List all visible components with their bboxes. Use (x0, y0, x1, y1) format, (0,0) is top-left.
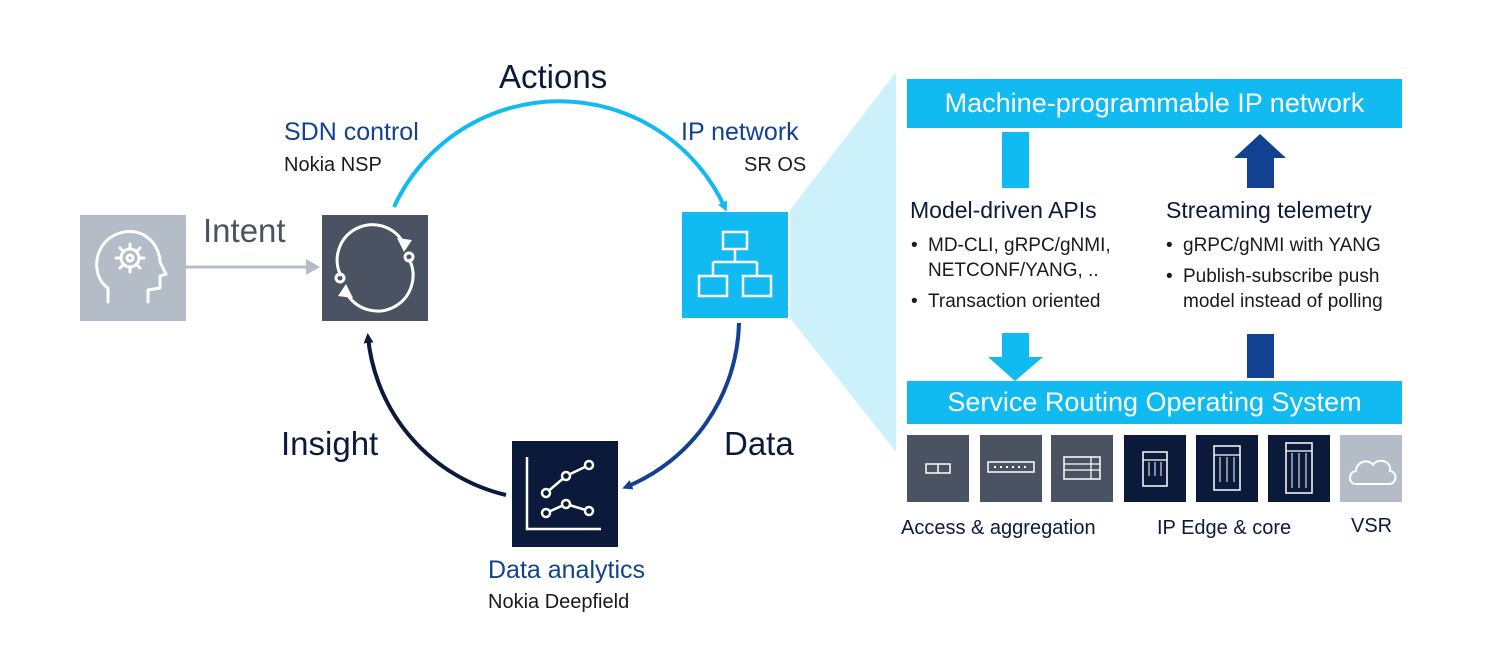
analytics-subtitle: Nokia Deepfield (488, 591, 630, 613)
telemetry-bullet: gRPC/gNMI with YANG (1166, 233, 1410, 258)
ip-network-box (682, 212, 788, 318)
telemetry-bullet: Publish-subscribe push model instead of … (1166, 264, 1410, 314)
apis-bullets: MD-CLI, gRPC/gNMI, NETCONF/YANG, .. Tran… (911, 233, 1141, 314)
top-bar: Machine-programmable IP network (907, 79, 1402, 128)
data-label: Data (724, 425, 794, 462)
hardware-tile-4 (1124, 435, 1186, 502)
hardware-tile-5 (1196, 435, 1258, 502)
apis-heading: Model-driven APIs (910, 197, 1097, 223)
line-chart-icon (525, 457, 601, 531)
analytics-box (512, 441, 618, 547)
apis-bullet: Transaction oriented (911, 289, 1141, 314)
hardware-tile-2 (980, 435, 1042, 502)
hardware-tile-6 (1268, 435, 1330, 502)
data-arrow (622, 322, 741, 490)
access-aggregation-label: Access & aggregation (901, 517, 1096, 539)
vsr-tile (1340, 435, 1402, 502)
sdn-subtitle: Nokia NSP (284, 154, 382, 176)
network-hierarchy-icon (697, 230, 773, 298)
telemetry-heading: Streaming telemetry (1166, 197, 1372, 223)
actions-arrow (392, 99, 728, 212)
zoom-wedge (790, 72, 896, 452)
sdn-title: SDN control (284, 118, 419, 146)
hardware-tile-1 (907, 435, 969, 502)
insight-label: Insight (281, 425, 379, 462)
apis-bullet: MD-CLI, gRPC/gNMI, NETCONF/YANG, .. (911, 233, 1141, 283)
actions-label: Actions (499, 58, 608, 95)
ip-network-title: IP network (681, 118, 799, 146)
ip-network-subtitle: SR OS (744, 154, 807, 176)
vsr-label: VSR (1351, 515, 1393, 537)
insight-arrow (363, 333, 507, 497)
hardware-tile-3 (1051, 435, 1113, 502)
intent-label: Intent (203, 212, 286, 249)
analytics-title: Data analytics (488, 556, 646, 584)
intent-box (80, 215, 186, 321)
telemetry-bullets: gRPC/gNMI with YANG Publish-subscribe pu… (1166, 233, 1410, 314)
head-with-gear-icon (95, 230, 168, 304)
bottom-bar: Service Routing Operating System (907, 381, 1402, 424)
circular-arrows-icon (334, 223, 415, 313)
cloud-icon (1349, 459, 1397, 485)
sdn-box (322, 215, 428, 321)
telemetry-up-arrow (1234, 134, 1286, 378)
ip-edge-core-label: IP Edge & core (1157, 517, 1292, 539)
api-down-arrow (988, 132, 1043, 381)
